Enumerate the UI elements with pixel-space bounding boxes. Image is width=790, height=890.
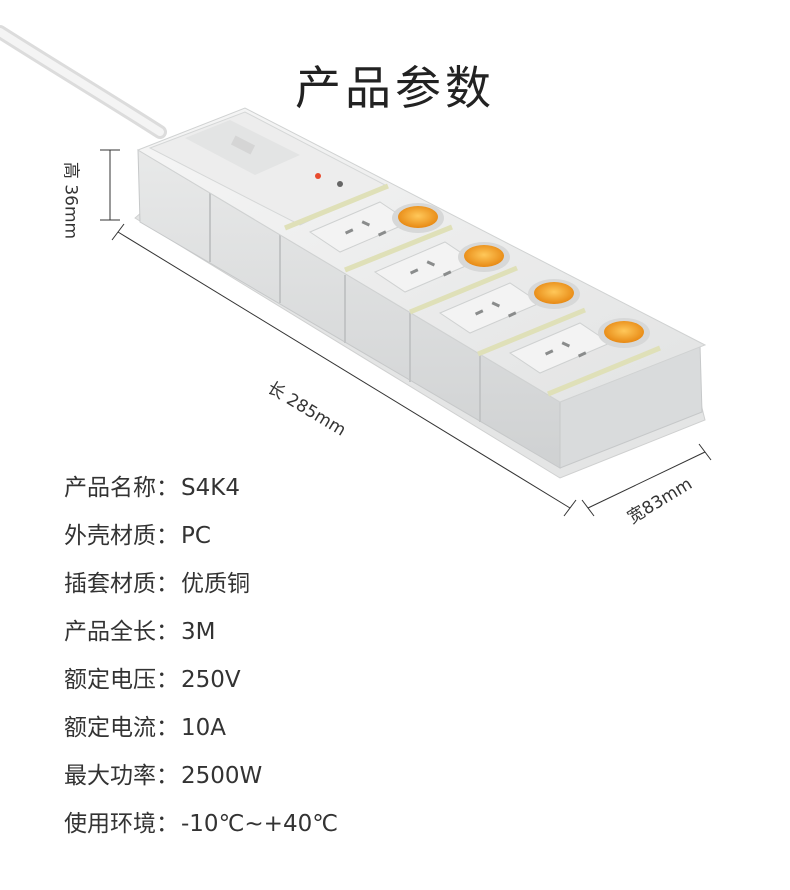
spec-list: 产品名称：S4K4 外壳材质：PC 插套材质：优质铜 产品全长：3M 额定电压：… — [64, 468, 338, 852]
spec-row: 外壳材质：PC — [64, 516, 338, 564]
spec-row: 使用环境：-10℃~+40℃ — [64, 804, 338, 852]
spec-row: 额定电压：250V — [64, 660, 338, 708]
power-strip-illustration — [0, 25, 712, 517]
switch-3 — [534, 282, 574, 304]
spec-label: 产品名称： — [64, 475, 179, 501]
spec-value: PC — [181, 523, 211, 549]
indicator-light — [315, 173, 321, 179]
spec-label: 外壳材质： — [64, 523, 179, 549]
spec-row: 产品全长：3M — [64, 612, 338, 660]
spec-label: 插套材质： — [64, 571, 179, 597]
spec-value: 3M — [181, 619, 216, 645]
switch-4 — [604, 321, 644, 343]
spec-label: 产品全长： — [64, 619, 179, 645]
spec-label: 最大功率： — [64, 763, 179, 789]
dimension-lines — [100, 149, 712, 517]
switch-2 — [464, 245, 504, 267]
spec-label: 使用环境： — [64, 811, 179, 837]
spec-value: 优质铜 — [181, 571, 250, 597]
spec-label: 额定电压： — [64, 667, 179, 693]
spec-row: 额定电流：10A — [64, 708, 338, 756]
spec-row: 插套材质：优质铜 — [64, 564, 338, 612]
switch-group — [392, 203, 650, 348]
spec-value: 250V — [181, 667, 241, 693]
spec-label: 额定电流： — [64, 715, 179, 741]
spec-value: 2500W — [181, 763, 263, 789]
spec-row: 产品名称：S4K4 — [64, 468, 338, 516]
page-title: 产品参数 — [295, 61, 495, 115]
spec-value: 10A — [181, 715, 227, 741]
spec-value: -10℃~+40℃ — [181, 811, 339, 837]
switch-1 — [398, 206, 438, 228]
height-dimension-label: 高 36mm — [60, 161, 81, 240]
spec-value: S4K4 — [181, 475, 240, 501]
spec-row: 最大功率：2500W — [64, 756, 338, 804]
